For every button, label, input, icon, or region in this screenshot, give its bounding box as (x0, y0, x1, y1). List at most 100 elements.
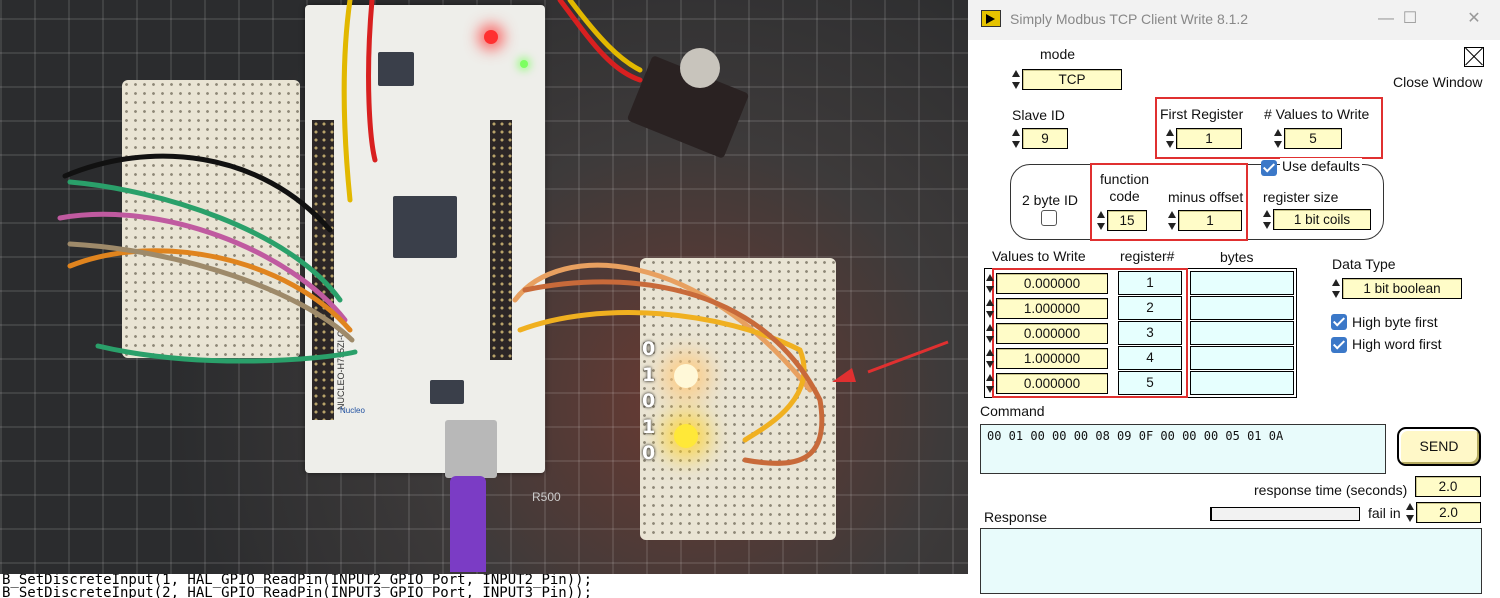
first-register-field[interactable]: 1 (1176, 128, 1242, 149)
led-yellow-on (674, 424, 698, 448)
first-register-label: First Register (1160, 106, 1244, 122)
bit-label: 1 (642, 416, 656, 438)
hardware-photo: NUCLEO-H755ZI-Q Nucleo R500 0 1 0 1 0 (0, 0, 968, 598)
bytes-cell[interactable] (1190, 296, 1294, 320)
right-breadboard (640, 258, 836, 540)
close-window-label[interactable]: Close Window (1393, 74, 1483, 90)
value-cell[interactable]: 0.000000 (996, 373, 1108, 394)
bytes-header: bytes (1220, 249, 1254, 265)
data-type-spinner-icon[interactable] (1332, 278, 1340, 299)
mode-label: mode (1040, 46, 1076, 62)
high-byte-first-label: High byte first (1352, 314, 1438, 330)
fail-in-label: fail in (1368, 505, 1401, 521)
st-link-chip (378, 52, 414, 86)
bit-labels: 0 1 0 1 0 (642, 336, 655, 466)
wires (57, 0, 949, 466)
function-code-spinner-icon[interactable] (1097, 210, 1105, 231)
use-defaults-checkbox[interactable] (1261, 160, 1277, 176)
num-values-field[interactable]: 5 (1284, 128, 1342, 149)
ethernet-port (445, 420, 497, 478)
status-led-red (484, 30, 498, 44)
value-spinner-icon[interactable] (986, 323, 994, 344)
function-code-field[interactable]: 15 (1107, 210, 1147, 231)
value-spinner-icon[interactable] (986, 273, 994, 294)
value-cell[interactable]: 1.000000 (996, 298, 1108, 319)
slave-id-label: Slave ID (1012, 107, 1065, 123)
board-label-3: R500 (532, 490, 561, 504)
response-time-label: response time (seconds) (1254, 482, 1408, 498)
minus-offset-spinner-icon[interactable] (1168, 210, 1176, 231)
maximize-button[interactable]: ☐ (1402, 10, 1418, 27)
register-cell[interactable]: 3 (1118, 321, 1182, 345)
ethernet-cable (450, 476, 486, 572)
first-register-spinner-icon[interactable] (1166, 128, 1174, 149)
value-cell[interactable]: 0.000000 (996, 323, 1108, 344)
register-header: register# (1120, 248, 1175, 264)
bytes-cell[interactable] (1190, 371, 1294, 395)
code-line: B_SetDiscreteInput(1, HAL_GPIO_ReadPin(I… (2, 574, 593, 588)
high-byte-first-checkbox[interactable] (1331, 314, 1347, 330)
bytes-cell[interactable] (1190, 321, 1294, 345)
data-type-field[interactable]: 1 bit boolean (1342, 278, 1462, 299)
minus-offset-field[interactable]: 1 (1178, 210, 1242, 231)
value-cell[interactable]: 0.000000 (996, 273, 1108, 294)
num-values-spinner-icon[interactable] (1274, 128, 1282, 149)
title-bar: Simply Modbus TCP Client Write 8.1.2 — ☐… (968, 0, 1500, 40)
modbus-client-window: Simply Modbus TCP Client Write 8.1.2 — ☐… (968, 0, 1500, 598)
register-highlight-box (1155, 97, 1383, 159)
command-field[interactable]: 00 01 00 00 00 08 09 0F 00 00 00 05 01 0… (980, 424, 1386, 474)
response-field[interactable] (980, 528, 1482, 594)
sensor-cylinder (680, 48, 720, 88)
fail-progress-bar (1210, 507, 1360, 521)
num-values-label: # Values to Write (1264, 106, 1370, 122)
fail-in-field[interactable]: 2.0 (1416, 502, 1481, 523)
right-pin-header (490, 120, 512, 360)
send-button[interactable]: SEND (1397, 427, 1481, 466)
two-byte-id-checkbox[interactable] (1041, 210, 1057, 226)
left-pin-header (312, 120, 334, 420)
value-spinner-icon[interactable] (986, 298, 994, 319)
register-size-field[interactable]: 1 bit coils (1273, 209, 1371, 230)
bit-label: 0 (642, 442, 656, 464)
function-code-label-line: function (1100, 171, 1150, 187)
mcu-chip (393, 196, 457, 258)
slave-id-spinner-icon[interactable] (1012, 128, 1020, 149)
two-byte-id-label: 2 byte ID (1022, 192, 1079, 208)
value-spinner-icon[interactable] (986, 373, 994, 394)
fail-progress-fill (1211, 508, 1213, 520)
mode-spinner-icon[interactable] (1012, 69, 1020, 90)
window-title: Simply Modbus TCP Client Write 8.1.2 (1010, 11, 1249, 27)
data-type-label: Data Type (1332, 256, 1396, 272)
ethernet-chip (430, 380, 464, 404)
register-cell[interactable]: 1 (1118, 271, 1182, 295)
register-size-label: register size (1263, 189, 1339, 205)
command-label: Command (980, 403, 1045, 419)
status-led-green (520, 60, 528, 68)
use-defaults-label: Use defaults (1280, 158, 1362, 174)
code-snippet: B_SetDiscreteInput(1, HAL_GPIO_ReadPin(I… (0, 574, 970, 598)
close-window-icon[interactable] (1464, 47, 1484, 67)
left-breadboard (122, 80, 300, 358)
close-button[interactable]: ✕ (1467, 10, 1481, 27)
register-size-spinner-icon[interactable] (1263, 209, 1271, 230)
bytes-cell[interactable] (1190, 346, 1294, 370)
fail-in-spinner-icon[interactable] (1406, 502, 1414, 523)
values-highlight-box (992, 268, 1188, 398)
register-cell[interactable]: 2 (1118, 296, 1182, 320)
bit-label: 0 (642, 338, 656, 360)
bit-label: 1 (642, 364, 656, 386)
response-time-field[interactable]: 2.0 (1415, 476, 1481, 497)
register-cell[interactable]: 5 (1118, 371, 1182, 395)
value-cell[interactable]: 1.000000 (996, 348, 1108, 369)
function-code-label-line: code (1109, 188, 1140, 204)
value-spinner-icon[interactable] (986, 348, 994, 369)
mode-field[interactable]: TCP (1022, 69, 1122, 90)
register-cell[interactable]: 4 (1118, 346, 1182, 370)
bytes-cell[interactable] (1190, 271, 1294, 295)
minimize-button[interactable]: — (1378, 10, 1394, 27)
high-word-first-checkbox[interactable] (1331, 337, 1347, 353)
slave-id-field[interactable]: 9 (1022, 128, 1068, 149)
led-white-on (674, 364, 698, 388)
values-header: Values to Write (992, 248, 1086, 264)
